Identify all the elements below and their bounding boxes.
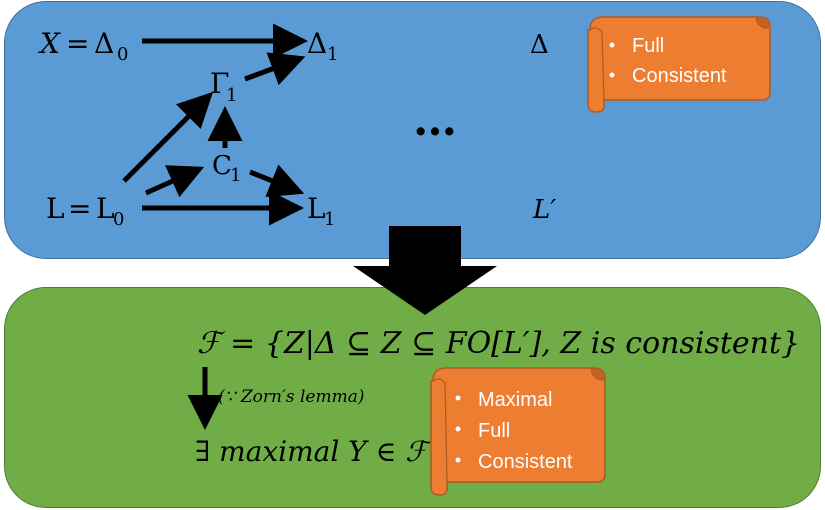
scroll-top: Full Consistent bbox=[587, 16, 771, 113]
l0-subscript: 0 bbox=[113, 209, 124, 230]
delta1-symbol: Δ bbox=[307, 27, 327, 60]
bullet-icon bbox=[455, 426, 461, 432]
ellipsis: … bbox=[413, 95, 457, 146]
delta0-symbol: Δ bbox=[94, 27, 114, 60]
scroll-bottom-item-consistent: Consistent bbox=[478, 451, 573, 473]
zorn-reason: (∵ Zorn′s lemma) bbox=[218, 387, 364, 407]
arrow-c1-l1 bbox=[249, 164, 305, 197]
delta-limit: Δ bbox=[530, 30, 549, 60]
l-prime-limit: L′ bbox=[532, 195, 556, 225]
c1-subscript: 1 bbox=[230, 165, 241, 186]
l1-subscript: 1 bbox=[324, 209, 335, 230]
gamma1-subscript: 1 bbox=[226, 85, 237, 106]
family-definition: ℱ = {Z|Δ ⊆ Z ⊆ FO[L′], Z is consistent} bbox=[197, 326, 800, 361]
l1-symbol: L bbox=[307, 192, 326, 225]
scroll-top-item-full: Full bbox=[632, 35, 664, 57]
delta0-subscript: 0 bbox=[117, 44, 128, 65]
node-gamma1: Γ 1 bbox=[210, 67, 237, 106]
bullet-icon bbox=[609, 42, 615, 48]
delta1-subscript: 1 bbox=[327, 44, 338, 65]
big-down-arrow bbox=[353, 226, 497, 315]
bullet-icon bbox=[455, 457, 461, 463]
bullet-icon bbox=[455, 395, 461, 401]
scroll-bottom: Maximal Full Consistent bbox=[430, 367, 606, 496]
l-symbol: L bbox=[46, 192, 65, 225]
bottom-panel bbox=[4, 287, 821, 508]
bullet-icon bbox=[609, 72, 615, 78]
c1-symbol: C bbox=[212, 151, 232, 181]
scroll-bottom-item-maximal: Maximal bbox=[478, 389, 552, 411]
gamma1-symbol: Γ bbox=[210, 67, 229, 100]
arrow-gamma1-delta1 bbox=[244, 52, 306, 86]
maximal-conclusion: ∃ maximal Y ∈ ℱ bbox=[195, 435, 432, 468]
scroll-top-item-consistent: Consistent bbox=[632, 65, 727, 87]
equals-sign-top: = bbox=[66, 27, 89, 60]
node-l-l0: L = L 0 bbox=[46, 192, 124, 230]
node-x-delta0: X = Δ 0 bbox=[38, 27, 128, 65]
x-symbol: X bbox=[38, 27, 61, 60]
arrow-l0-c1 bbox=[144, 165, 205, 198]
equals-sign-l: = bbox=[68, 192, 91, 225]
node-c1: C 1 bbox=[212, 151, 241, 186]
node-delta1: Δ 1 bbox=[307, 27, 338, 65]
scroll-bottom-item-full: Full bbox=[478, 420, 510, 442]
l0-symbol: L bbox=[96, 192, 115, 225]
arrow-l0-gamma1 bbox=[122, 91, 214, 183]
node-l1: L 1 bbox=[307, 192, 335, 230]
